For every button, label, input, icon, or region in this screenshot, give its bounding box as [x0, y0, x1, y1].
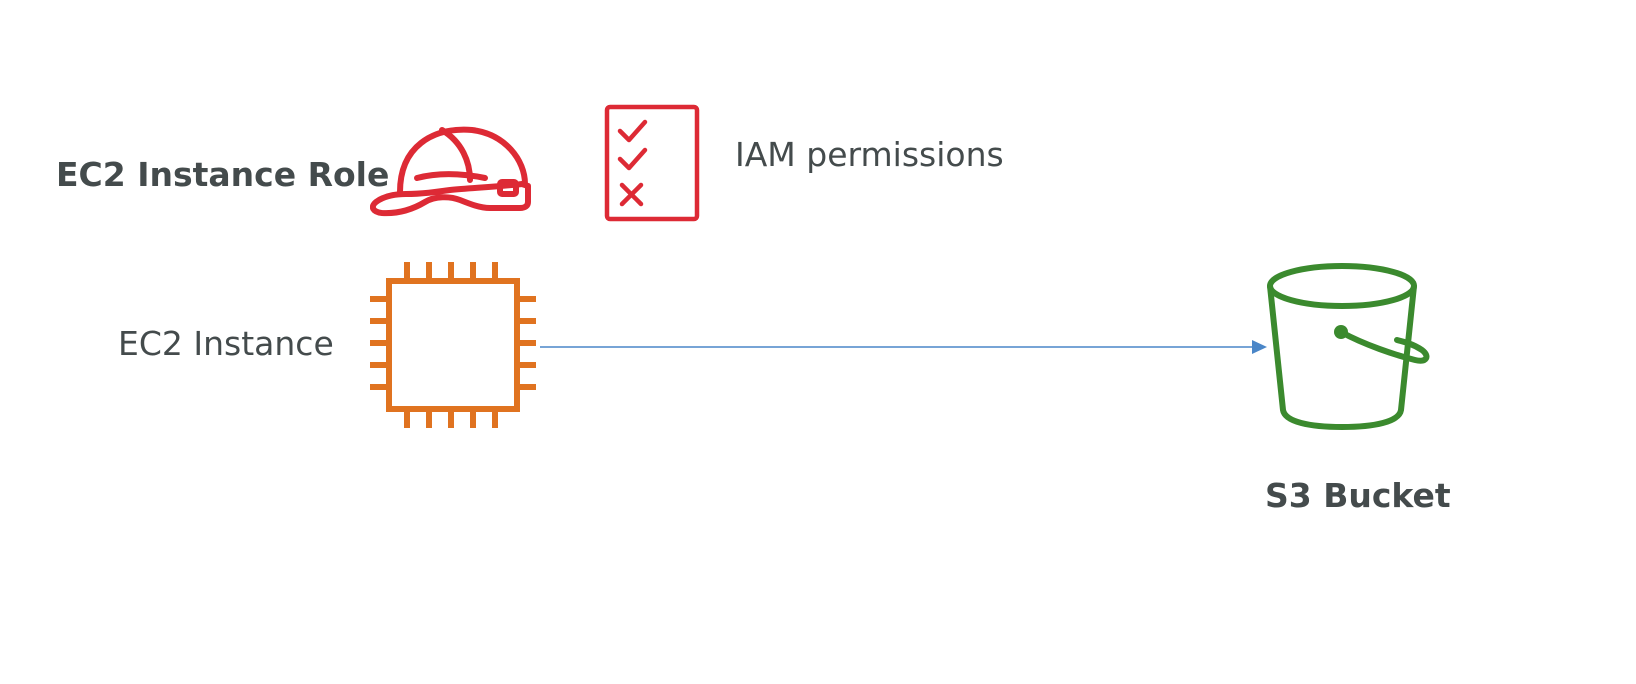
- connection-arrow: [540, 340, 1267, 354]
- checklist-icon: [604, 104, 700, 222]
- hard-hat-icon: [370, 126, 531, 217]
- ec2-instance-label: EC2 Instance: [118, 324, 334, 363]
- s3-bucket-label: S3 Bucket: [1265, 476, 1451, 515]
- chip-icon: [370, 262, 536, 428]
- iam-permissions-label: IAM permissions: [735, 135, 1004, 174]
- ec2-instance-role-label: EC2 Instance Role: [56, 155, 390, 194]
- bucket-icon: [1267, 263, 1430, 430]
